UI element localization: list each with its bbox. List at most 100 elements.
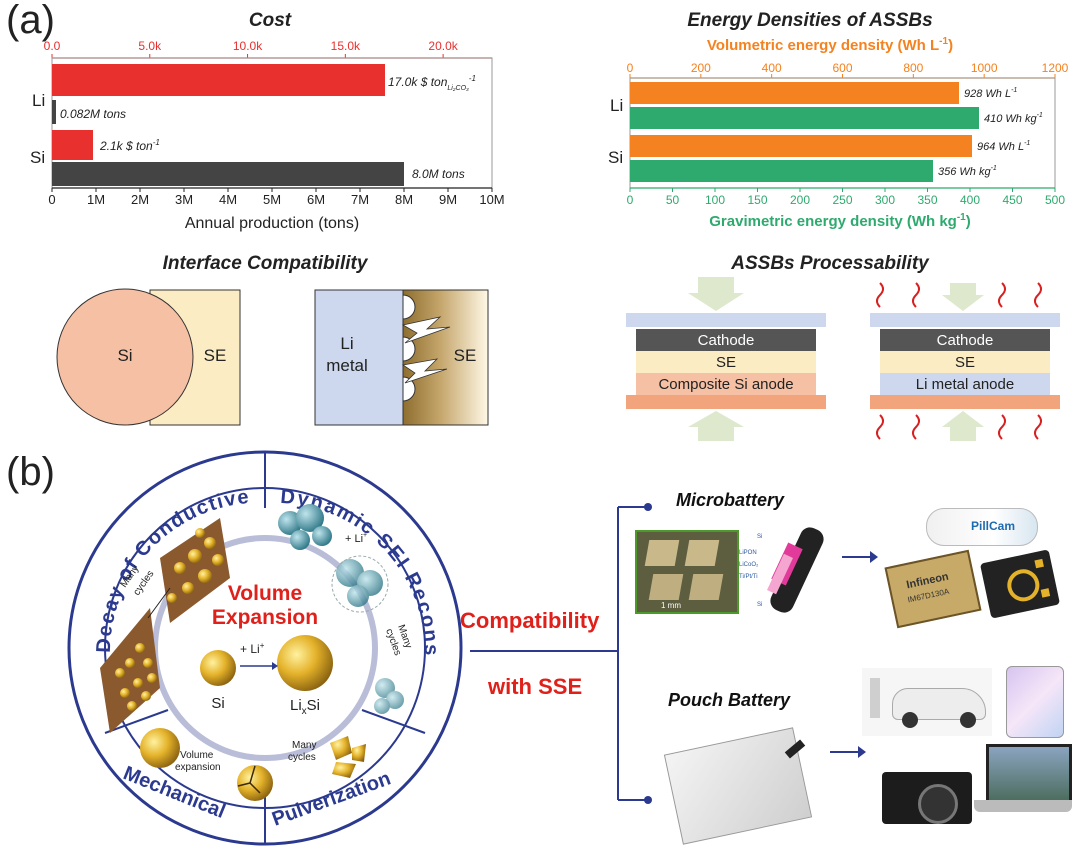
connector-dot-bottom	[644, 796, 652, 804]
li-anode-label: Li metal anode	[916, 376, 1014, 393]
cost-bottom-tick-label: 2M	[131, 192, 149, 207]
volume-title-1: Volume	[228, 582, 302, 605]
camera-photo	[882, 772, 972, 824]
si-production-label: 8.0M tons	[412, 167, 465, 181]
process-diagram: Cathode SE Composite Si anode Cathode SE…	[626, 277, 1060, 441]
energy-top-tick-label: 1200	[1042, 61, 1069, 75]
sei-cluster-3	[374, 678, 404, 714]
mech-many-cycles-2: cycles	[288, 752, 316, 763]
li-metal-label-1: Li	[340, 334, 353, 353]
mech-volume-exp-2: expansion	[175, 762, 221, 773]
energy-bottom-tick-label: 400	[960, 193, 980, 207]
si-price-label: 2.1k $ ton-1	[99, 138, 160, 153]
se-layer-left	[636, 351, 816, 373]
li-metal-block	[314, 289, 404, 426]
mems-mic-chip	[979, 549, 1061, 619]
li-vol-label: 928 Wh L-1	[964, 87, 1017, 100]
pillcam-label: PillCam	[971, 519, 1016, 533]
cost-bottom-tick-label: 6M	[307, 192, 325, 207]
cost-bottom-tick-label: 1M	[87, 192, 105, 207]
energy-chart-title: Energy Densities of ASSBs	[687, 10, 933, 31]
arrow-micro-head	[870, 551, 878, 563]
arrow-pouch	[830, 751, 862, 753]
energy-cat-si: Si	[608, 148, 623, 167]
cost-chart-title: Cost	[248, 10, 292, 31]
se-label-left: SE	[204, 346, 227, 365]
energy-top-tick-label: 1000	[971, 61, 998, 75]
micro-layer-4: Ti/Pt/Ti	[739, 574, 758, 580]
energy-top-tick-label: 600	[832, 61, 852, 75]
press-arrow-bottom-right	[942, 411, 984, 441]
interface-diagram: Si SE Li metal SE	[56, 288, 489, 426]
si-grav-label: 356 Wh kg-1	[938, 165, 997, 178]
dendrite-2	[401, 358, 448, 384]
se-block-right	[399, 289, 489, 426]
press-arrow-bottom-left	[688, 411, 744, 441]
li-anode-layer-right	[880, 373, 1050, 395]
interface-title: Interface Compatibility	[162, 253, 368, 274]
si-production-bar	[52, 162, 404, 186]
mech-many-cycles-1: Many	[292, 740, 316, 751]
process-title: ASSBs Processability	[731, 253, 929, 274]
si-anode-label: Composite Si anode	[658, 376, 793, 393]
decay-arrow	[147, 587, 171, 619]
li-price-bar	[52, 64, 385, 96]
li-plus-reaction: + Li+	[240, 641, 265, 656]
cathode-layer-right	[880, 329, 1050, 351]
energy-bottom-tick-label: 200	[790, 193, 810, 207]
energy-bottom-tick-label: 150	[747, 193, 767, 207]
se-label-right: SE	[454, 346, 477, 365]
press-arrow-top-left	[688, 277, 744, 311]
li-production-label: 0.082M tons	[60, 107, 126, 121]
panel-b-label: (b)	[6, 450, 55, 494]
cost-top-tick-label: 10.0k	[233, 39, 263, 53]
cost-xlabel: Annual production (tons)	[185, 215, 359, 232]
energy-bottom-tick-label: 0	[627, 193, 634, 207]
li-grav-bar	[630, 107, 979, 129]
energy-chart: Volumetric energy density (Wh L-1) 0 200 4…	[608, 36, 1069, 230]
cost-bottom-tick-label: 7M	[351, 192, 369, 207]
divider-left	[104, 709, 169, 734]
micro-layer-5: Si	[757, 602, 762, 608]
si-anode-layer-left	[636, 373, 816, 395]
cost-top-tick-label: 20.0k	[428, 39, 458, 53]
energy-top-tick-label: 400	[762, 61, 782, 75]
cost-cat-si: Si	[30, 148, 45, 167]
microbattery-title: Microbattery	[676, 490, 785, 510]
si-price-bar	[52, 130, 93, 160]
volume-title-2: Expansion	[212, 606, 318, 629]
cost-bottom-tick-label: 3M	[175, 192, 193, 207]
energy-cat-li: Li	[610, 96, 623, 115]
li-production-bar	[52, 100, 56, 124]
cost-cat-li: Li	[32, 91, 45, 110]
energy-bottom-tick-label: 50	[666, 193, 680, 207]
pouch-cell	[663, 727, 813, 845]
micro-layer-3: LiCoO₂	[739, 562, 759, 568]
mech-ball	[140, 728, 180, 768]
plate-bottom-left	[626, 395, 826, 409]
si-grav-bar	[630, 160, 933, 182]
cost-top-tick-label: 15.0k	[331, 39, 361, 53]
particle-bed-after-particles	[167, 528, 224, 603]
cathode-layer-left	[636, 329, 816, 351]
challenge-wheel: Decay of Conductive Environment Dynamic …	[60, 448, 463, 846]
heat-waves	[876, 282, 1042, 440]
pillcam-capsule: PillCam	[926, 508, 1038, 546]
cost-bottom-tick-label: 5M	[263, 192, 281, 207]
cost-bottom-tick-label: 10M	[479, 192, 504, 207]
void-1	[402, 294, 416, 320]
cost-bottom-tick-label: 9M	[439, 192, 457, 207]
particle-bed-particles	[115, 643, 157, 711]
laptop-photo	[986, 744, 1072, 806]
plate-bottom-right	[870, 395, 1060, 409]
compat-title-2: with SSE	[488, 674, 583, 699]
infineon-chip: Infineon IM67D130A	[884, 549, 982, 629]
energy-top-tick-label: 0	[627, 61, 634, 75]
arrow-pouch-head	[858, 746, 866, 758]
compat-title-1: Compatibility	[460, 608, 600, 633]
energy-top-label: Volumetric energy density (Wh L-1)	[707, 36, 953, 54]
dendrite-1	[401, 316, 451, 344]
si-small-ball	[200, 650, 236, 686]
